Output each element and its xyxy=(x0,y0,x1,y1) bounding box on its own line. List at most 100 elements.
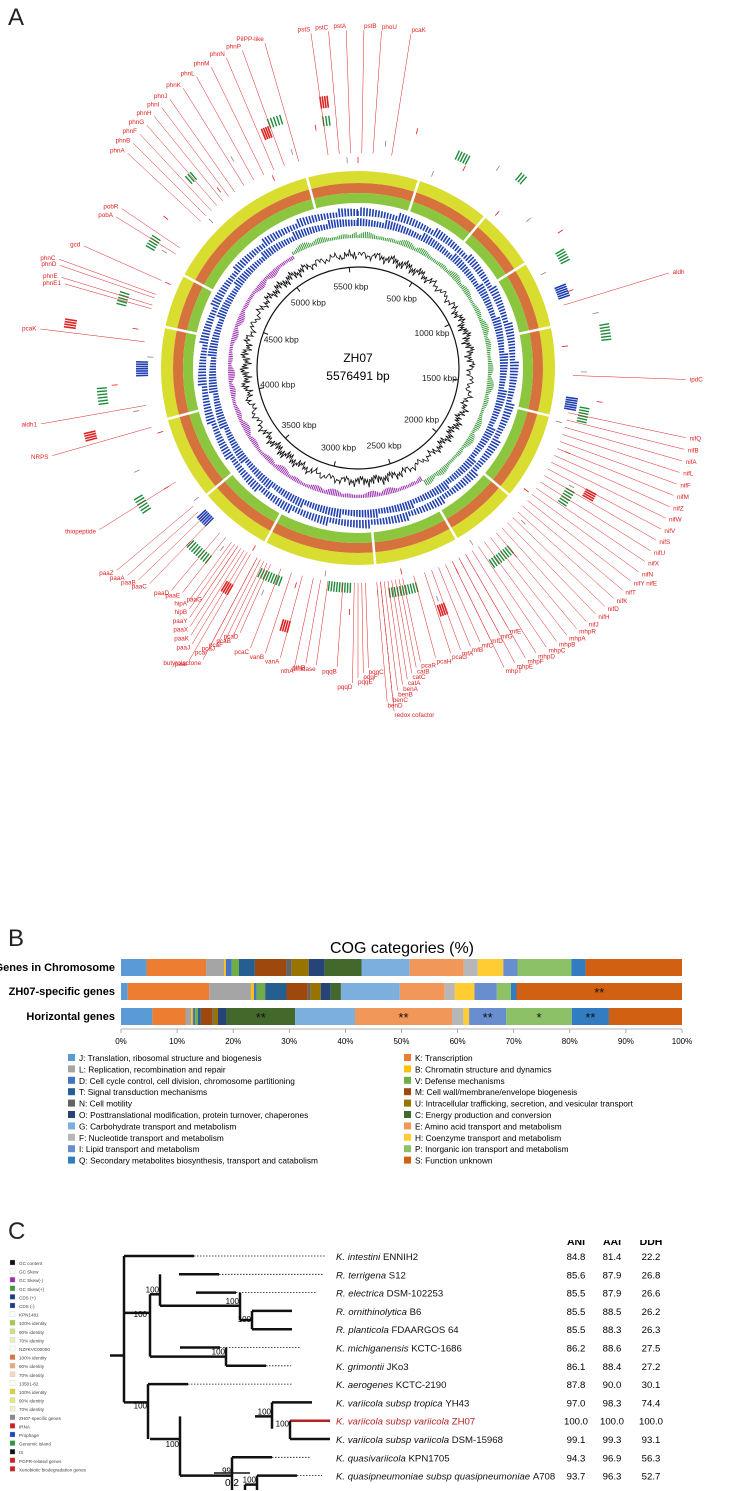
ddh-value: 26.3 xyxy=(642,1325,661,1336)
genomic-island-mark xyxy=(493,555,501,565)
cds-mark xyxy=(241,272,249,280)
cds-mark xyxy=(489,443,498,449)
cds-mark xyxy=(460,252,466,258)
feature-tick xyxy=(520,519,526,525)
cds-mark xyxy=(251,250,257,256)
gc-skew-mark xyxy=(304,483,307,487)
gene-leader-line xyxy=(204,546,238,597)
gc-skew-mark xyxy=(439,263,444,268)
bootstrap-value: 100 xyxy=(258,1407,272,1416)
gc-skew-mark xyxy=(327,237,330,242)
bootstrap-value: 100 xyxy=(226,1297,240,1306)
gc-skew-mark xyxy=(272,463,276,467)
genomic-island-mark xyxy=(557,499,567,507)
gc-skew-mark xyxy=(404,485,407,490)
cds-mark xyxy=(377,508,381,514)
cds-mark xyxy=(325,516,329,526)
gc-skew-mark xyxy=(484,395,489,398)
genomic-island-mark xyxy=(560,494,571,502)
gc-skew-mark xyxy=(471,430,475,434)
gc-skew-mark xyxy=(393,239,396,244)
cds-mark xyxy=(302,217,307,226)
cds-mark xyxy=(391,505,395,513)
cds-mark xyxy=(397,224,402,233)
taxon-label: K. intestini ENNIH2 xyxy=(336,1252,418,1263)
cds-mark xyxy=(507,340,515,344)
cds-mark xyxy=(208,379,217,382)
genomic-island-mark xyxy=(98,399,109,402)
legend-swatch xyxy=(9,1406,16,1412)
gc-skew-mark xyxy=(234,406,239,409)
legend-label: T: Signal transduction mechanisms xyxy=(79,1087,207,1097)
gc-skew-mark xyxy=(256,286,262,291)
cds-mark xyxy=(202,397,210,401)
x-tick-label: 60% xyxy=(450,1037,466,1046)
legend-swatch xyxy=(68,1156,75,1164)
pgpr-gene-mark xyxy=(321,96,325,109)
cds-mark xyxy=(429,490,435,498)
cds-mark xyxy=(440,233,446,241)
cds-mark xyxy=(306,500,310,507)
gene-leader-line xyxy=(182,537,226,593)
gc-skew-mark xyxy=(429,256,433,260)
legend-label: PGPR-related genes xyxy=(19,1459,62,1464)
gene-leader-line xyxy=(242,50,285,167)
gc-skew-mark xyxy=(479,414,483,417)
bar-segment xyxy=(192,1008,196,1025)
genomic-island-mark xyxy=(202,553,210,562)
gene-label: paaX xyxy=(173,627,189,634)
cds-mark xyxy=(248,251,255,258)
gc-skew-mark xyxy=(279,466,285,473)
gene-label: paaZ xyxy=(99,570,114,577)
gc-skew-mark xyxy=(435,471,440,477)
cds-mark xyxy=(270,245,277,253)
gc-skew-mark xyxy=(249,437,255,442)
gc-skew-mark xyxy=(236,412,242,416)
cds-mark xyxy=(496,333,504,337)
cds-mark xyxy=(206,419,216,425)
cds-mark xyxy=(382,517,385,525)
cds-mark xyxy=(267,481,274,490)
gene-leader-line xyxy=(568,412,686,438)
gc-skew-mark xyxy=(389,487,393,494)
pgpr-gene-mark xyxy=(436,604,442,617)
gene-leader-line xyxy=(478,546,547,648)
cds-mark xyxy=(499,353,509,356)
genomic-island-mark xyxy=(401,585,405,596)
gc-skew-mark xyxy=(486,345,492,348)
scale-tick-label: 5000 kbp xyxy=(291,298,326,308)
cds-mark xyxy=(311,502,315,510)
feature-tick xyxy=(526,217,532,223)
cds-mark xyxy=(491,415,498,420)
gc-skew-mark xyxy=(311,484,315,490)
cds-mark xyxy=(506,334,515,338)
gene-label: nifV xyxy=(664,528,676,535)
gc-skew-mark xyxy=(240,420,245,424)
legend-label: 100% identity xyxy=(19,1356,47,1361)
legend-swatch xyxy=(9,1414,16,1420)
cds-mark xyxy=(431,488,437,496)
cds-mark xyxy=(305,511,310,519)
gene-leader-line xyxy=(146,124,218,206)
cds-mark xyxy=(419,223,424,230)
gc-skew-mark xyxy=(373,234,376,240)
cds-mark xyxy=(279,500,286,509)
row-label: Horizontal genes xyxy=(26,1011,115,1023)
cds-mark xyxy=(253,468,260,475)
feature-tick xyxy=(400,568,403,575)
gc-skew-mark xyxy=(370,232,372,239)
ani-value: 87.8 xyxy=(567,1380,586,1391)
gene-label: mfC xyxy=(482,643,494,650)
bar-segment xyxy=(185,1008,192,1025)
gene-label: phnK xyxy=(166,82,182,89)
feature-tick xyxy=(567,289,574,293)
genomic-island-mark xyxy=(454,150,461,160)
cds-mark xyxy=(458,249,464,256)
cds-mark xyxy=(294,230,300,240)
legend-swatch xyxy=(9,1380,16,1386)
aai-value: 96.3 xyxy=(603,1472,622,1483)
gene-leader-line xyxy=(40,328,145,343)
cds-mark xyxy=(472,280,478,285)
legend-label: 90% identity xyxy=(19,1399,45,1404)
gc-skew-mark xyxy=(263,454,268,459)
